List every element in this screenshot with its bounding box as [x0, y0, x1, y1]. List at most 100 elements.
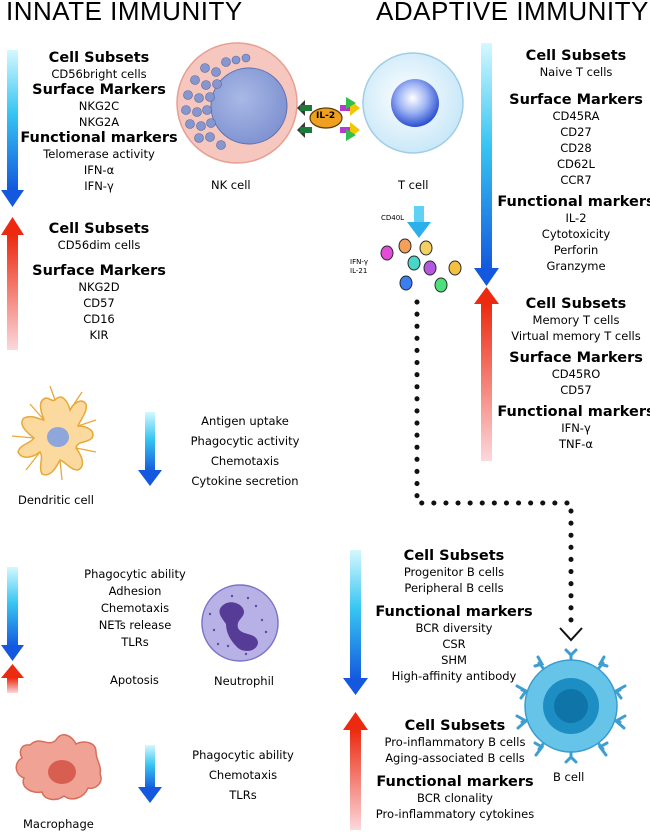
nk-cell-subsets-heading: Cell Subsets — [48, 50, 150, 66]
il2-synapse — [297, 97, 360, 141]
t-cell-label: T cell — [398, 178, 429, 192]
il2-label: IL-2 — [316, 111, 336, 121]
tcell-functional-item: Perforin — [553, 243, 599, 257]
nk-surface-markers-heading: Surface Markers — [32, 263, 166, 279]
nk-marker-item: NKG2D — [78, 280, 120, 294]
tcell-increase-arrow — [474, 287, 499, 461]
nk-marker-item: NKG2C — [78, 99, 120, 113]
neutrophil-decrease-arrow — [1, 567, 24, 661]
nk-functional-markers-heading: Functional markers — [20, 130, 178, 146]
bcell-subset-item: Aging-associated B cells — [385, 751, 525, 765]
tcell-functional-markers-heading: Functional markers — [497, 194, 650, 210]
tcell-marker-item: CD45RA — [552, 109, 600, 123]
neutrophil-function-item: Adhesion — [108, 584, 162, 598]
tcell-functional-markers-heading: Functional markers — [497, 404, 650, 420]
b-cell-shape — [515, 648, 627, 764]
adaptive-immunity-title: ADAPTIVE IMMUNITY — [376, 0, 649, 26]
tcell-marker-item: CCR7 — [560, 173, 592, 187]
bcell-functional-item: BCR diversity — [415, 621, 493, 635]
neutrophil-function-item: Chemotaxis — [100, 601, 170, 615]
tcell-decrease-arrow — [474, 43, 499, 286]
bcell-functional-item: BCR clonality — [417, 791, 493, 805]
cytokine-cluster — [380, 238, 462, 293]
tcell-marker-item: CD28 — [560, 141, 592, 155]
dendritic-decrease-arrow — [138, 412, 162, 486]
nk-cell-label: NK cell — [211, 178, 251, 192]
tcell-decrease-block: Cell Subsets Naive T cells Surface Marke… — [497, 48, 650, 274]
tcell-functional-item: IL-2 — [565, 211, 587, 225]
bcell-cell-subsets-heading: Cell Subsets — [404, 718, 506, 734]
tcell-secretion-arrow — [407, 206, 431, 238]
bcell-functional-item: SHM — [441, 653, 467, 667]
cytokine-label-il21: IL-21 — [350, 267, 368, 275]
bcell-cell-subsets-heading: Cell Subsets — [403, 548, 505, 564]
macrophage-function-item: Phagocytic ability — [192, 748, 294, 762]
tcell-marker-item: CD62L — [557, 157, 595, 171]
macrophage-shape — [15, 734, 102, 801]
nk-marker-item: CD57 — [83, 296, 115, 310]
bcell-subset-item: Pro-inflammatory B cells — [384, 735, 526, 749]
nk-increase-block: Cell Subsets CD56dim cells Surface Marke… — [32, 221, 166, 343]
tcell-marker-item: CD27 — [560, 125, 592, 139]
tcell-functional-item: IFN-γ — [561, 421, 591, 435]
nk-functional-item: IFN-γ — [84, 179, 114, 193]
neutrophil-increase-item: Apotosis — [110, 673, 159, 687]
nk-decrease-arrow — [1, 50, 24, 207]
t-cell — [362, 52, 464, 154]
bcell-functional-item: CSR — [442, 637, 466, 651]
tcell-surface-markers-heading: Surface Markers — [509, 350, 643, 366]
nk-increase-arrow — [1, 217, 24, 350]
neutrophil-function-item: TLRs — [121, 635, 149, 649]
macrophage-label: Macrophage — [23, 817, 94, 831]
nk-surface-markers-heading: Surface Markers — [32, 82, 166, 98]
nk-marker-item: KIR — [89, 328, 109, 342]
tcell-subset-item: Naive T cells — [539, 65, 613, 79]
nk-subset-item: CD56bright cells — [51, 67, 147, 81]
macrophage-function-item: TLRs — [229, 788, 257, 802]
neutrophil-function-item: Phagocytic ability — [84, 567, 186, 581]
neutrophil-shape — [201, 584, 279, 662]
neutrophil-label: Neutrophil — [214, 674, 274, 688]
nk-functional-item: IFN-α — [83, 163, 115, 177]
tcell-functional-item: TNF-α — [559, 437, 593, 451]
dendritic-function-item: Antigen uptake — [201, 414, 289, 428]
bcell-increase-arrow — [343, 712, 368, 830]
dendritic-cell-shape — [11, 385, 97, 481]
b-cell-label: B cell — [553, 770, 585, 784]
neutrophil-function-item: NETs release — [98, 618, 172, 632]
neutrophil-increase-arrow — [1, 664, 24, 693]
cd40l-label: CD40L — [381, 214, 405, 222]
tcell-cell-subsets-heading: Cell Subsets — [525, 48, 627, 64]
nk-marker-item: NKG2A — [78, 115, 120, 129]
tcell-subset-item: Memory T cells — [532, 313, 620, 327]
bcell-functional-markers-heading: Functional markers — [375, 604, 533, 620]
bcell-increase-block: Cell Subsets Pro-inflammatory B cells Ag… — [362, 718, 548, 822]
nk-functional-item: Telomerase activity — [43, 147, 155, 161]
dendritic-decrease-list: Antigen uptake Phagocytic activity Chemo… — [170, 411, 320, 491]
bcell-functional-item: Pro-inflammatory cytokines — [375, 807, 535, 821]
macrophage-function-item: Chemotaxis — [208, 768, 278, 782]
dendritic-function-item: Chemotaxis — [210, 454, 280, 468]
cytokine-label-ifng: IFN-γ — [350, 258, 368, 266]
neutrophil-decrease-list: Phagocytic ability Adhesion Chemotaxis N… — [60, 566, 210, 651]
bcell-subset-item: Peripheral B cells — [404, 581, 504, 595]
dendritic-cell-label: Dendritic cell — [18, 493, 94, 507]
bcell-functional-item: High-affinity antibody — [391, 669, 517, 683]
tcell-cell-subsets-heading: Cell Subsets — [525, 296, 627, 312]
tcell-marker-item: CD45RO — [551, 367, 601, 381]
macrophage-decrease-arrow — [138, 745, 162, 803]
macrophage-decrease-list: Phagocytic ability Chemotaxis TLRs — [168, 745, 318, 805]
bcell-decrease-block: Cell Subsets Progenitor B cells Peripher… — [370, 548, 538, 684]
dendritic-function-item: Phagocytic activity — [190, 434, 300, 448]
innate-immunity-title: INNATE IMMUNITY — [6, 0, 243, 26]
dendritic-function-item: Cytokine secretion — [191, 474, 299, 488]
nk-cell-subsets-heading: Cell Subsets — [48, 221, 150, 237]
tcell-functional-item: Cytotoxicity — [541, 227, 611, 241]
nk-marker-item: CD16 — [83, 312, 115, 326]
tcell-marker-item: CD57 — [560, 383, 592, 397]
bcell-decrease-arrow — [343, 550, 368, 695]
bcell-subset-item: Progenitor B cells — [403, 565, 505, 579]
bcell-functional-markers-heading: Functional markers — [376, 774, 534, 790]
nk-subset-item: CD56dim cells — [57, 238, 141, 252]
